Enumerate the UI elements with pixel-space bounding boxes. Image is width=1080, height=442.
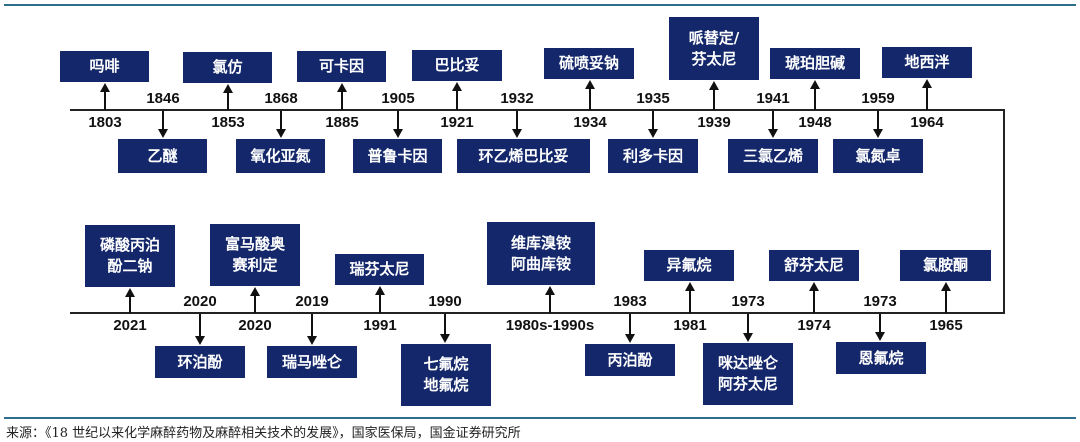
- arrow-down-icon: [873, 111, 883, 138]
- bottom-row-drug-box: 舒芬太尼: [769, 250, 859, 281]
- arrow-down-icon: [440, 314, 450, 343]
- top-row-drug-box: 三氯乙烯: [728, 139, 818, 173]
- arrow-up-icon: [250, 287, 260, 313]
- arrow-up-icon: [100, 83, 110, 110]
- top-row-drug-box: 巴比妥: [412, 50, 502, 81]
- bottom-rule: [4, 417, 1076, 419]
- arrow-down-icon: [625, 314, 635, 343]
- top-row-drug-box: 吗啡: [60, 51, 149, 82]
- arrow-down-icon: [158, 111, 168, 138]
- bottom-row-drug-box: 异氟烷: [644, 250, 734, 281]
- top-row-year-label: 1885: [325, 114, 359, 131]
- arrow-up-icon: [810, 80, 820, 110]
- top-rule: [4, 4, 1076, 6]
- arrow-up-icon: [941, 282, 951, 313]
- top-row-drug-box: 氯仿: [183, 52, 272, 83]
- bottom-row-year-label: 1980s-1990s: [505, 317, 595, 334]
- arrow-up-icon: [223, 84, 233, 110]
- bottom-row-drug-box: 恩氟烷: [836, 342, 926, 374]
- bottom-row-year-label: 1965: [929, 317, 963, 334]
- bottom-row-year-label: 1983: [613, 293, 647, 310]
- arrow-down-icon: [512, 111, 522, 138]
- arrow-up-icon: [125, 288, 135, 313]
- arrow-up-icon: [545, 286, 555, 313]
- arrow-down-icon: [307, 314, 317, 345]
- source-note: 来源：《18 世纪以来化学麻醉药物及麻醉相关技术的发展》，国家医保局，国金证券研…: [6, 426, 521, 441]
- arrow-up-icon: [585, 80, 595, 110]
- timeline-axis-top: [70, 109, 1005, 111]
- arrow-down-icon: [276, 111, 286, 138]
- bottom-row-year-label: 1974: [797, 317, 831, 334]
- top-row-year-label: 1846: [146, 90, 180, 107]
- top-row-year-label: 1853: [211, 114, 245, 131]
- top-row-year-label: 1934: [573, 114, 607, 131]
- bottom-row-drug-box: 磷酸丙泊 酚二钠: [85, 225, 175, 287]
- top-row-year-label: 1935: [636, 90, 670, 107]
- top-row-drug-box: 普鲁卡因: [353, 139, 442, 173]
- top-row-year-label: 1932: [500, 90, 534, 107]
- bottom-row-drug-box: 环泊酚: [155, 346, 245, 378]
- bottom-row-drug-box: 瑞芬太尼: [335, 254, 424, 285]
- top-row-drug-box: 可卡因: [297, 51, 386, 82]
- arrow-down-icon: [768, 111, 778, 138]
- top-row-drug-box: 氯氮卓: [833, 139, 923, 173]
- top-row-year-label: 1959: [861, 90, 895, 107]
- top-row-drug-box: 环乙烯巴比妥: [457, 139, 590, 173]
- bottom-row-drug-box: 氯胺酮: [900, 250, 991, 281]
- bottom-row-drug-box: 咪达唑仑 阿芬太尼: [703, 343, 793, 405]
- arrow-down-icon: [743, 314, 753, 342]
- arrow-down-icon: [875, 314, 885, 341]
- bottom-row-drug-box: 七氟烷 地氟烷: [401, 344, 491, 406]
- top-row-year-label: 1803: [88, 114, 122, 131]
- bottom-row-year-label: 1981: [673, 317, 707, 334]
- top-row-year-label: 1948: [798, 114, 832, 131]
- bottom-row-year-label: 2019: [295, 293, 329, 310]
- timeline-axis-bottom: [70, 312, 1005, 314]
- top-row-year-label: 1905: [381, 90, 415, 107]
- top-row-year-label: 1868: [264, 90, 298, 107]
- arrow-down-icon: [195, 314, 205, 345]
- top-row-year-label: 1939: [697, 114, 731, 131]
- top-row-drug-box: 利多卡因: [608, 139, 698, 173]
- top-row-drug-box: 哌替定/ 芬太尼: [669, 17, 759, 80]
- top-row-year-label: 1964: [910, 114, 944, 131]
- top-row-drug-box: 乙醚: [118, 139, 207, 173]
- bottom-row-drug-box: 瑞马唑仑: [267, 346, 357, 378]
- bottom-row-year-label: 2020: [238, 317, 272, 334]
- bottom-row-drug-box: 丙泊酚: [585, 344, 675, 376]
- bottom-row-drug-box: 富马酸奥 赛利定: [210, 224, 300, 286]
- arrow-up-icon: [685, 282, 695, 313]
- timeline-connector: [1003, 109, 1005, 314]
- bottom-row-year-label: 1991: [363, 317, 397, 334]
- bottom-row-drug-box: 维库溴铵 阿曲库铵: [487, 222, 595, 285]
- bottom-row-year-label: 1973: [863, 293, 897, 310]
- bottom-row-year-label: 2021: [113, 317, 147, 334]
- bottom-row-year-label: 2020: [183, 293, 217, 310]
- arrow-up-icon: [709, 81, 719, 110]
- arrow-down-icon: [393, 111, 403, 138]
- arrow-up-icon: [375, 286, 385, 313]
- arrow-up-icon: [922, 79, 932, 110]
- top-row-drug-box: 琥珀胆碱: [770, 48, 860, 79]
- top-row-drug-box: 硫喷妥钠: [544, 48, 634, 79]
- top-row-drug-box: 地西泮: [882, 47, 972, 78]
- top-row-year-label: 1941: [756, 90, 790, 107]
- arrow-up-icon: [337, 83, 347, 110]
- arrow-up-icon: [809, 282, 819, 313]
- bottom-row-year-label: 1973: [731, 293, 765, 310]
- arrow-down-icon: [648, 111, 658, 138]
- arrow-up-icon: [452, 82, 462, 110]
- top-row-drug-box: 氧化亚氮: [236, 139, 325, 173]
- bottom-row-year-label: 1990: [428, 293, 462, 310]
- top-row-year-label: 1921: [440, 114, 474, 131]
